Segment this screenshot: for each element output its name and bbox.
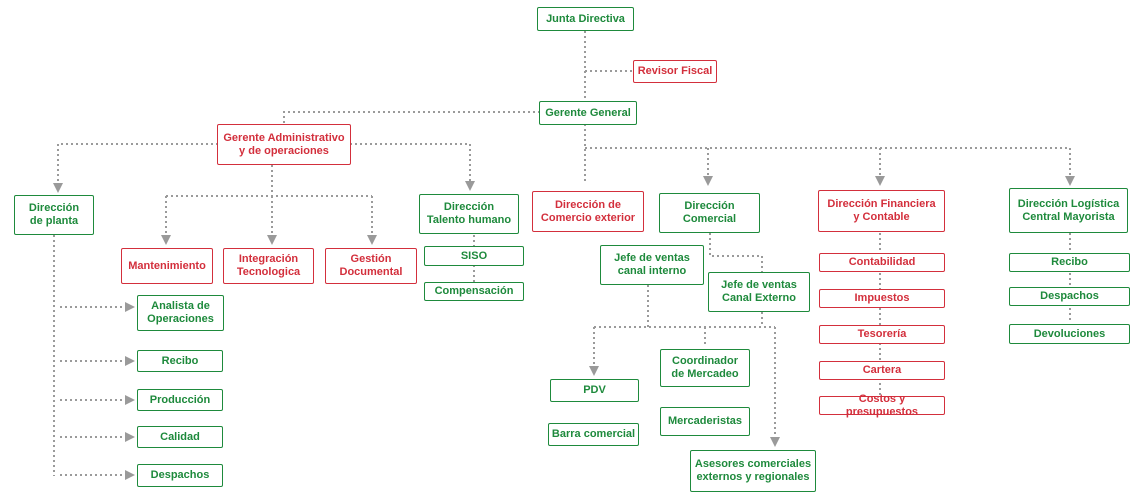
- planta-despachos-box: Despachos: [137, 464, 223, 487]
- direccion-comercio-exterior-box: Dirección de Comercio exterior: [532, 191, 644, 232]
- integracion-tecnologica-box: Integración Tecnologica: [223, 248, 314, 284]
- gerente-general-box: Gerente General: [539, 101, 637, 125]
- revisor-fiscal-box: Revisor Fiscal: [633, 60, 717, 83]
- link-admin-planta: [53, 143, 218, 193]
- planta-produccion-box: Producción: [137, 389, 223, 411]
- costos-presupuestos-box: Costos y presupuestos: [819, 393, 945, 418]
- pdv-box: PDV: [550, 379, 639, 402]
- analista-operaciones-box: Analista de Operaciones: [137, 295, 224, 331]
- coordinador-mercadeo-box: Coordinador de Mercadeo: [660, 349, 750, 387]
- logistica-despachos-box: Despachos: [1009, 287, 1130, 306]
- logistica-devoluciones-box: Devoluciones: [1009, 324, 1130, 344]
- impuestos-box: Impuestos: [819, 289, 945, 308]
- gestion-documental-box: Gestión Documental: [325, 248, 417, 284]
- cartera-box: Cartera: [819, 361, 945, 380]
- compensacion-box: Compensación: [424, 282, 524, 301]
- direccion-planta-box: Dirección de planta: [14, 195, 94, 235]
- planta-recibo-box: Recibo: [137, 350, 223, 372]
- link-gerente-admin: [283, 111, 540, 124]
- planta-calidad-box: Calidad: [137, 426, 223, 448]
- gerente-administrativo-box: Gerente Administrativo y de operaciones: [217, 124, 351, 165]
- junta-directiva-box: Junta Directiva: [537, 7, 634, 31]
- direccion-financiera-box: Dirección Financiera y Contable: [818, 190, 945, 232]
- tesoreria-box: Tesorería: [819, 325, 945, 344]
- direccion-logistica-box: Dirección Logística Central Mayorista: [1009, 188, 1128, 233]
- link-admin-talento: [350, 143, 475, 191]
- logistica-recibo-box: Recibo: [1009, 253, 1130, 272]
- jefe-ventas-interno-box: Jefe de ventas canal interno: [600, 245, 704, 285]
- direccion-comercial-box: Dirección Comercial: [659, 193, 760, 233]
- jefe-ventas-externo-box: Jefe de ventas Canal Externo: [708, 272, 810, 312]
- siso-box: SISO: [424, 246, 524, 266]
- direccion-talento-box: Dirección Talento humano: [419, 194, 519, 234]
- asesores-comerciales-box: Asesores comerciales externos y regional…: [690, 450, 816, 492]
- contabilidad-box: Contabilidad: [819, 253, 945, 272]
- barra-comercial-box: Barra comercial: [548, 423, 639, 446]
- mantenimiento-box: Mantenimiento: [121, 248, 213, 284]
- link-comercial-down: [709, 233, 763, 272]
- mercaderistas-box: Mercaderistas: [660, 407, 750, 436]
